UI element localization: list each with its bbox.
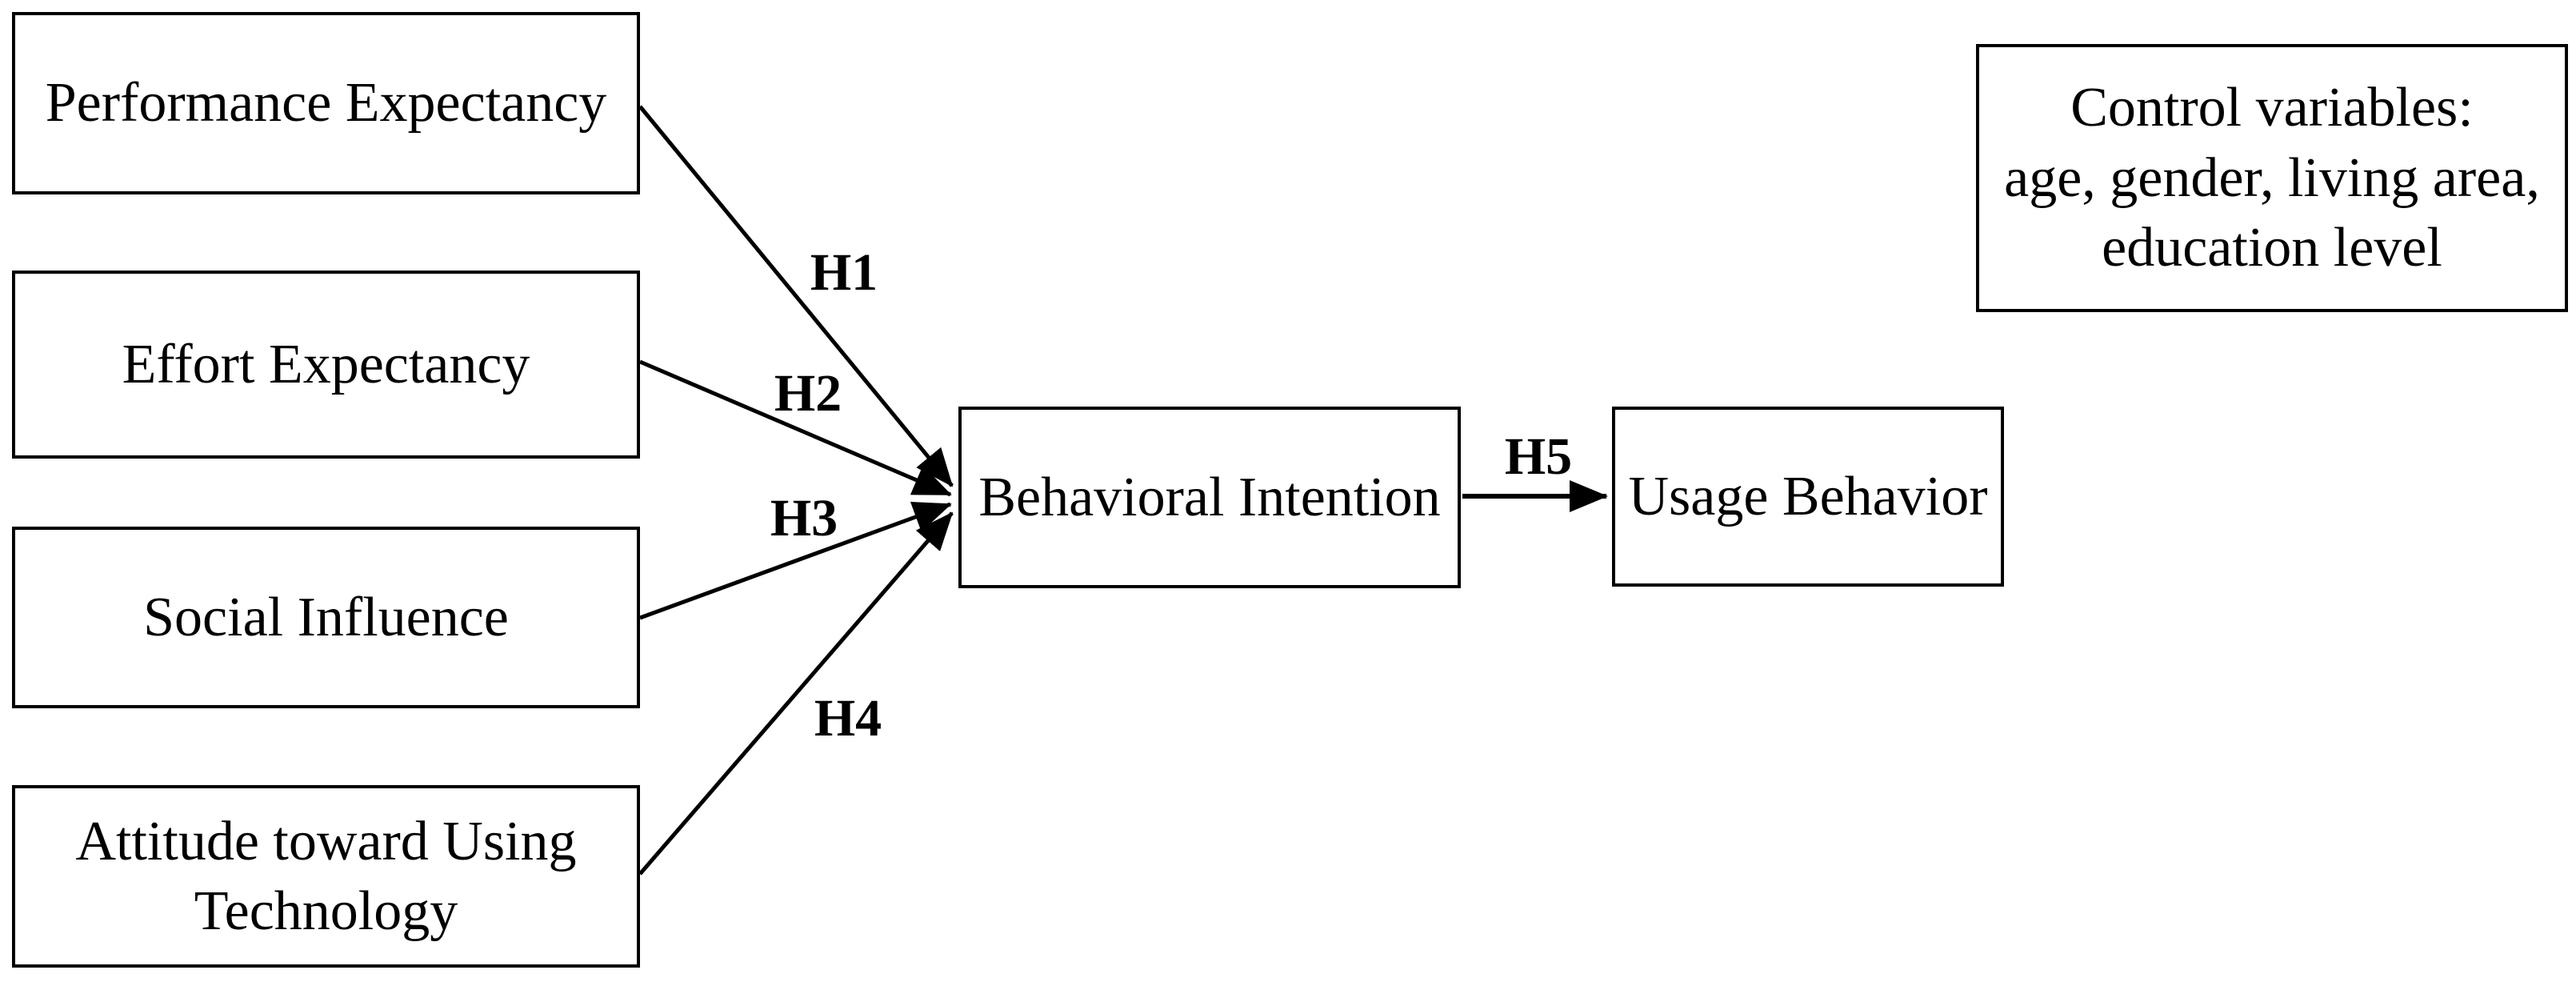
node-social-influence-label: Social Influence [143,586,509,648]
node-social-influence: Social Influence [12,527,640,708]
node-behavioral-intention: Behavioral Intention [958,407,1461,588]
control-variables-line1: Control variables: [2070,77,2474,139]
hypothesis-label-h4: H4 [814,689,882,748]
node-effort-expectancy: Effort Expectancy [12,271,640,459]
node-behavioral-intention-label: Behavioral Intention [978,466,1441,528]
hypothesis-label-h3: H3 [770,489,838,547]
arrow-h1 [638,105,954,487]
node-attitude-toward-using-technology-label: Attitude toward Using Technology [75,810,577,943]
node-attitude-toward-using-technology: Attitude toward Using Technology [12,785,640,968]
node-usage-behavior: Usage Behavior [1612,407,2004,587]
control-variables-line3: education level [2102,217,2442,279]
arrow-h4 [638,511,954,876]
node-performance-expectancy-label: Performance Expectancy [45,72,607,134]
node-usage-behavior-label: Usage Behavior [1628,465,1988,527]
control-variables-line2: age, gender, living area, [2004,146,2540,209]
node-control-variables: Control variables: age, gender, living a… [1976,44,2568,312]
node-performance-expectancy: Performance Expectancy [12,12,640,194]
hypothesis-label-h2: H2 [774,364,842,423]
hypothesis-label-h1: H1 [810,243,878,302]
node-effort-expectancy-label: Effort Expectancy [122,333,530,395]
hypothesis-label-h5: H5 [1504,427,1573,486]
node-control-variables-label: Control variables: age, gender, living a… [2004,73,2540,283]
arrow-h2 [639,359,952,497]
arrow-h3 [639,502,952,620]
